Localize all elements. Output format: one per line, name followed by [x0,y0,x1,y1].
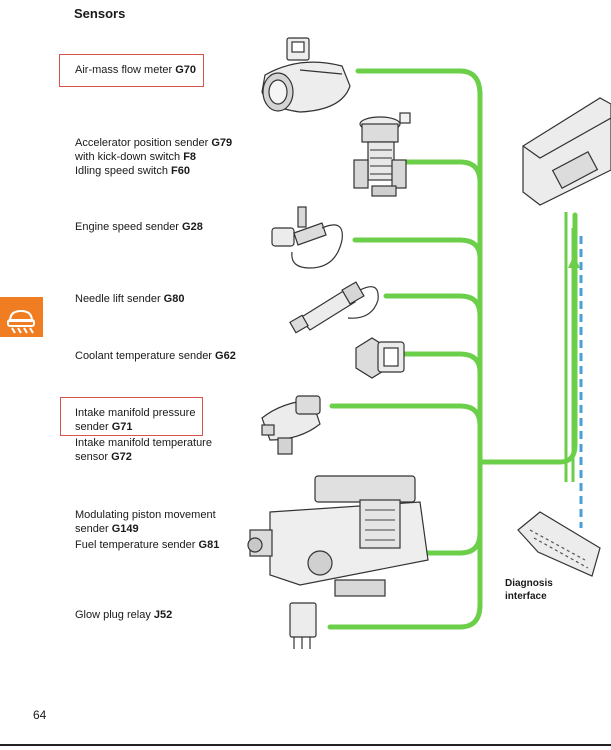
diagnosis-connector-icon [517,511,601,577]
air-mass-meter-icon [261,37,351,113]
label-fuel-temperature: Fuel temperature sender G81 [75,539,220,551]
injection-pump-icon [247,475,429,597]
label-air-mass-flow-meter: Air-mass flow meter G70 [75,64,197,76]
label-manifold-pressure-code: sender G71 [75,421,133,433]
page-number: 64 [33,708,47,722]
label-manifold-pressure: Intake manifold pressure [75,407,196,419]
label-glow-plug-relay: Glow plug relay J52 [75,609,173,621]
highlight-box-g70 [59,54,204,87]
warning-light-icon [0,297,43,337]
needle-lift-sender-icon [289,281,379,334]
label-manifold-temperature-code: sensor G72 [75,451,132,463]
label-kick-down-switch: with kick-down switch F8 [75,151,197,163]
manifold-pressure-sender-icon [261,395,321,455]
control-unit-icon [522,97,611,206]
relay-icon [289,602,317,649]
label-accelerator-sender: Accelerator position sender G79 [75,137,233,149]
label-piston-movement: Modulating piston movement [75,509,216,521]
label-needle-lift-sender: Needle lift sender G80 [75,293,185,305]
bottom-rule [0,744,611,746]
arrow-head [568,255,580,268]
signal-lines [327,68,578,630]
label-piston-movement-code: sender G149 [75,523,139,535]
page-title: Sensors [74,6,126,21]
diagnosis-interface-label: Diagnosis interface [505,578,553,602]
label-idling-switch: Idling speed switch F60 [75,165,190,177]
label-coolant-sender: Coolant temperature sender G62 [75,350,236,362]
data-bus-lines [564,212,575,482]
engine-speed-sender-icon [271,206,343,269]
highlight-box-g71 [60,397,203,436]
coolant-sender-icon [355,337,405,379]
label-manifold-temperature: Intake manifold temperature [75,437,212,449]
accelerator-sender-icon [353,112,411,197]
label-engine-speed-sender: Engine speed sender G28 [75,221,203,233]
